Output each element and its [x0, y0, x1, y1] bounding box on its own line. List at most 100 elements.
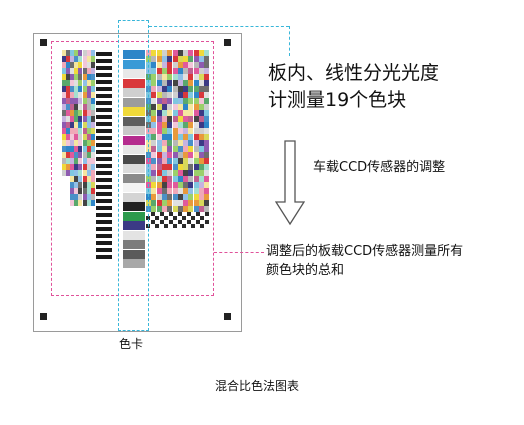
color-patch — [62, 50, 66, 56]
color-patch — [66, 164, 71, 170]
color-patch — [78, 140, 83, 146]
checker-cell — [200, 216, 205, 220]
checker-cell — [186, 212, 191, 216]
color-patch — [66, 98, 71, 104]
reference-swatch — [123, 183, 145, 192]
color-patch — [78, 146, 83, 152]
color-patch — [78, 50, 83, 56]
color-patch — [161, 176, 167, 182]
color-patch — [90, 128, 95, 134]
gray-bar — [96, 129, 112, 133]
color-patch — [172, 92, 178, 98]
color-patch — [167, 176, 173, 182]
color-patch — [62, 140, 66, 146]
color-patch — [66, 170, 71, 176]
checker-cell — [200, 224, 205, 228]
color-patch — [62, 152, 66, 158]
color-patch — [86, 182, 91, 188]
color-patch — [82, 98, 87, 104]
color-patch — [156, 182, 162, 188]
color-patch — [188, 74, 194, 80]
color-patch — [188, 62, 194, 68]
reference-swatch — [123, 50, 145, 59]
gray-bar — [96, 157, 112, 161]
color-patch — [156, 50, 162, 56]
gray-bar — [96, 80, 112, 84]
color-patch — [62, 104, 66, 110]
color-patch — [70, 158, 75, 164]
color-patch — [86, 128, 91, 134]
color-patch — [199, 140, 205, 146]
color-patch — [193, 74, 199, 80]
color-patch — [204, 158, 210, 164]
gray-bar — [96, 171, 112, 175]
color-patch — [86, 50, 91, 56]
color-patch — [90, 110, 95, 116]
color-patch — [62, 170, 66, 176]
color-patch — [86, 86, 91, 92]
color-patch — [151, 68, 157, 74]
reference-swatch — [123, 88, 145, 97]
color-patch — [82, 50, 87, 56]
color-patch — [188, 146, 194, 152]
gray-bar — [96, 52, 112, 56]
color-patch — [199, 128, 205, 134]
color-patch — [177, 98, 183, 104]
color-patch — [161, 146, 167, 152]
color-patch — [70, 152, 75, 158]
color-patch — [161, 110, 167, 116]
color-patch — [167, 122, 173, 128]
color-patch — [167, 134, 173, 140]
color-patch — [199, 146, 205, 152]
gray-bar — [96, 115, 112, 119]
text-line: 板内、线性分光光度 — [268, 62, 440, 84]
color-patch — [78, 170, 83, 176]
color-patch — [90, 170, 95, 176]
gray-bar — [96, 108, 112, 112]
color-patch — [70, 104, 75, 110]
color-patch — [161, 206, 167, 212]
checker-cell — [182, 216, 187, 220]
color-patch — [167, 146, 173, 152]
color-patch — [172, 56, 178, 62]
color-patch — [172, 74, 178, 80]
color-patch — [183, 170, 189, 176]
reference-swatch — [123, 69, 145, 78]
color-patch — [199, 152, 205, 158]
color-patch — [177, 110, 183, 116]
color-patch — [86, 104, 91, 110]
color-patch — [199, 50, 205, 56]
color-patch — [90, 104, 95, 110]
color-patch — [167, 110, 173, 116]
color-patch — [161, 164, 167, 170]
color-patch — [172, 164, 178, 170]
color-patch — [78, 74, 83, 80]
color-patch — [90, 158, 95, 164]
color-patch — [167, 62, 173, 68]
text-line: 调整后的板载CCD传感器测量所有 — [266, 244, 464, 259]
color-patch — [167, 164, 173, 170]
color-patch — [172, 122, 178, 128]
color-patch — [183, 98, 189, 104]
color-patch — [172, 86, 178, 92]
color-patch — [86, 56, 91, 62]
color-patch — [177, 122, 183, 128]
gray-bar — [96, 234, 112, 238]
color-patch — [74, 170, 79, 176]
color-patch — [78, 164, 83, 170]
color-patch — [82, 128, 87, 134]
color-patch — [161, 68, 167, 74]
color-patch — [66, 74, 71, 80]
color-patch — [199, 98, 205, 104]
color-patch — [78, 68, 83, 74]
color-patch — [183, 200, 189, 206]
reference-swatch — [123, 126, 145, 135]
color-patch — [70, 56, 75, 62]
color-patch — [62, 80, 66, 86]
checker-cell — [177, 220, 182, 224]
color-patch — [156, 122, 162, 128]
color-patch — [199, 110, 205, 116]
color-patch — [156, 80, 162, 86]
color-patch — [86, 80, 91, 86]
color-patch — [156, 104, 162, 110]
